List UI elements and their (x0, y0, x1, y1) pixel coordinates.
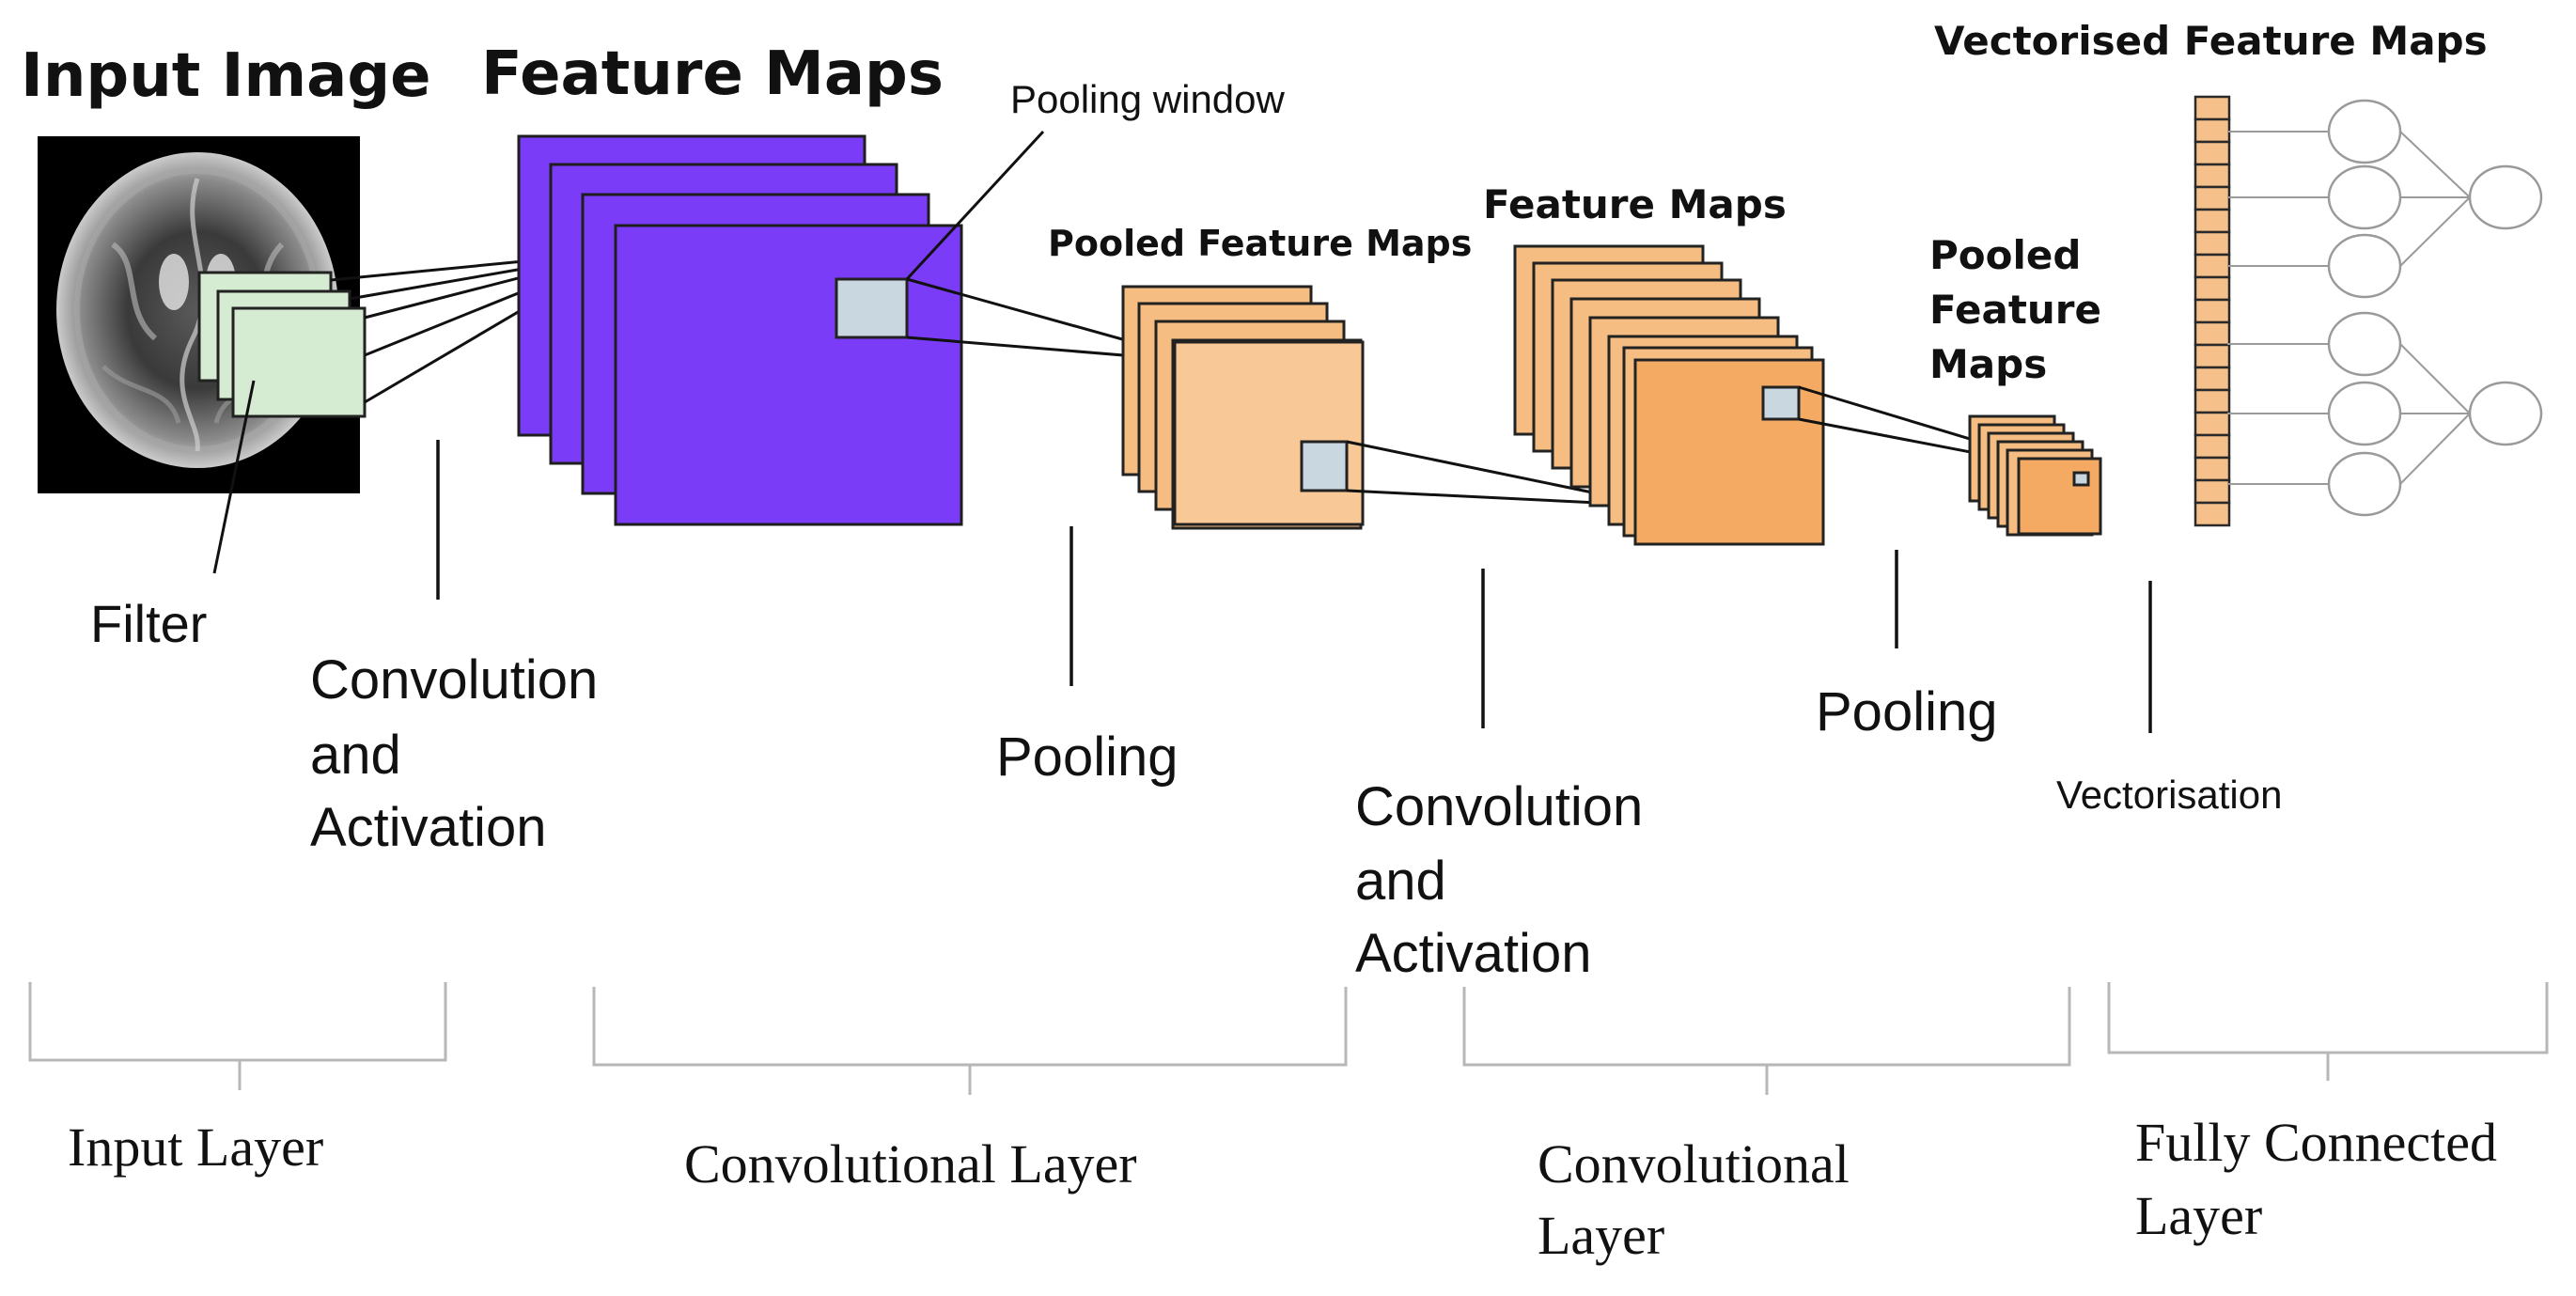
pooling-2-label: Pooling (1816, 681, 1997, 742)
pooled-feature-map-2-front (2017, 457, 2102, 536)
pooled-title-2-line3: Maps (1929, 341, 2047, 387)
pooling-window-box (835, 277, 909, 339)
vector-cell (2194, 320, 2231, 347)
pooling-1-label: Pooling (996, 726, 1178, 788)
vector-cell (2194, 478, 2231, 505)
vector-cell (2194, 95, 2231, 121)
conv-activation-1-line1: Convolution (310, 649, 598, 710)
feature-maps-title-2: Feature Maps (1483, 181, 1787, 227)
network-edge (2399, 413, 2471, 485)
output-node (2468, 381, 2543, 446)
vector-cell (2194, 298, 2231, 324)
fc-node (2327, 99, 2402, 164)
vector-cell (2194, 275, 2231, 302)
fully-connected-line1: Fully Connected (2135, 1112, 2497, 1173)
feature-maps-title-1: Feature Maps (481, 39, 944, 109)
vectorised-feature-maps-title: Vectorised Feature Maps (1934, 18, 2488, 64)
vectorised-feature-map-column (2194, 95, 2231, 527)
pooled-title-2-line2: Feature (1929, 287, 2101, 333)
network-edge (2399, 131, 2471, 198)
conv-activation-2-line3: Activation (1355, 923, 1591, 984)
vector-cell (2194, 388, 2231, 414)
fc-node (2327, 233, 2402, 299)
input-layer-bracket (28, 982, 447, 1062)
output-node (2468, 164, 2543, 230)
conv-activation-2-line1: Convolution (1355, 776, 1643, 837)
fully-connected-bracket (2107, 982, 2549, 1054)
conv-layer-2-bracket (1462, 987, 2071, 1067)
vector-cell (2194, 411, 2231, 437)
convolutional-layer-2-line1: Convolutional (1538, 1133, 1850, 1195)
vectorisation-label: Vectorisation (2056, 773, 2282, 817)
vector-cell (2194, 185, 2231, 211)
convolutional-layer-1-label: Convolutional Layer (684, 1133, 1137, 1195)
fully-connected-line2: Layer (2135, 1185, 2262, 1246)
conv-activation-1-line3: Activation (310, 797, 546, 858)
pooling-window-label: Pooling window (1010, 77, 1286, 121)
pooled-feature-maps-title-1: Pooled Feature Maps (1048, 223, 1472, 264)
pooled-title-2-line1: Pooled (1929, 232, 2081, 278)
convolutional-layer-2-line2: Layer (1538, 1205, 1664, 1266)
vector-cell (2194, 366, 2231, 392)
vector-cell (2194, 230, 2231, 257)
pooling-window-box-2 (1300, 440, 1349, 492)
network-edge (2399, 343, 2471, 414)
filter-box-front (231, 306, 367, 418)
vector-cell (2194, 343, 2231, 369)
vector-cell (2194, 456, 2231, 482)
vector-cell (2194, 208, 2231, 234)
pooling-window-pointer (905, 130, 1045, 281)
fc-node (2327, 164, 2402, 230)
filter-pointer-line (212, 380, 256, 574)
feature-map (614, 224, 963, 526)
pooling-window-box-3 (1761, 385, 1801, 421)
conv-activation-1-line2: and (310, 725, 401, 786)
fc-node (2327, 381, 2402, 446)
vector-cell (2194, 501, 2231, 527)
vector-cell (2194, 140, 2231, 166)
conv-activation-2-line2: and (1355, 851, 1446, 912)
vector-cell (2194, 163, 2231, 189)
fc-node (2327, 451, 2402, 517)
pooling-window-box-4 (2072, 471, 2090, 487)
vector-cell (2194, 253, 2231, 279)
network-edge (2399, 196, 2471, 267)
conv-layer-1-bracket (592, 987, 1348, 1067)
vector-cell (2194, 433, 2231, 460)
pooled-feature-map-front (1173, 340, 1365, 526)
fc-node (2327, 311, 2402, 377)
input-layer-label: Input Layer (68, 1116, 323, 1178)
input-image-title: Input Image (21, 41, 431, 111)
filter-label: Filter (90, 594, 207, 653)
vector-cell (2194, 117, 2231, 144)
